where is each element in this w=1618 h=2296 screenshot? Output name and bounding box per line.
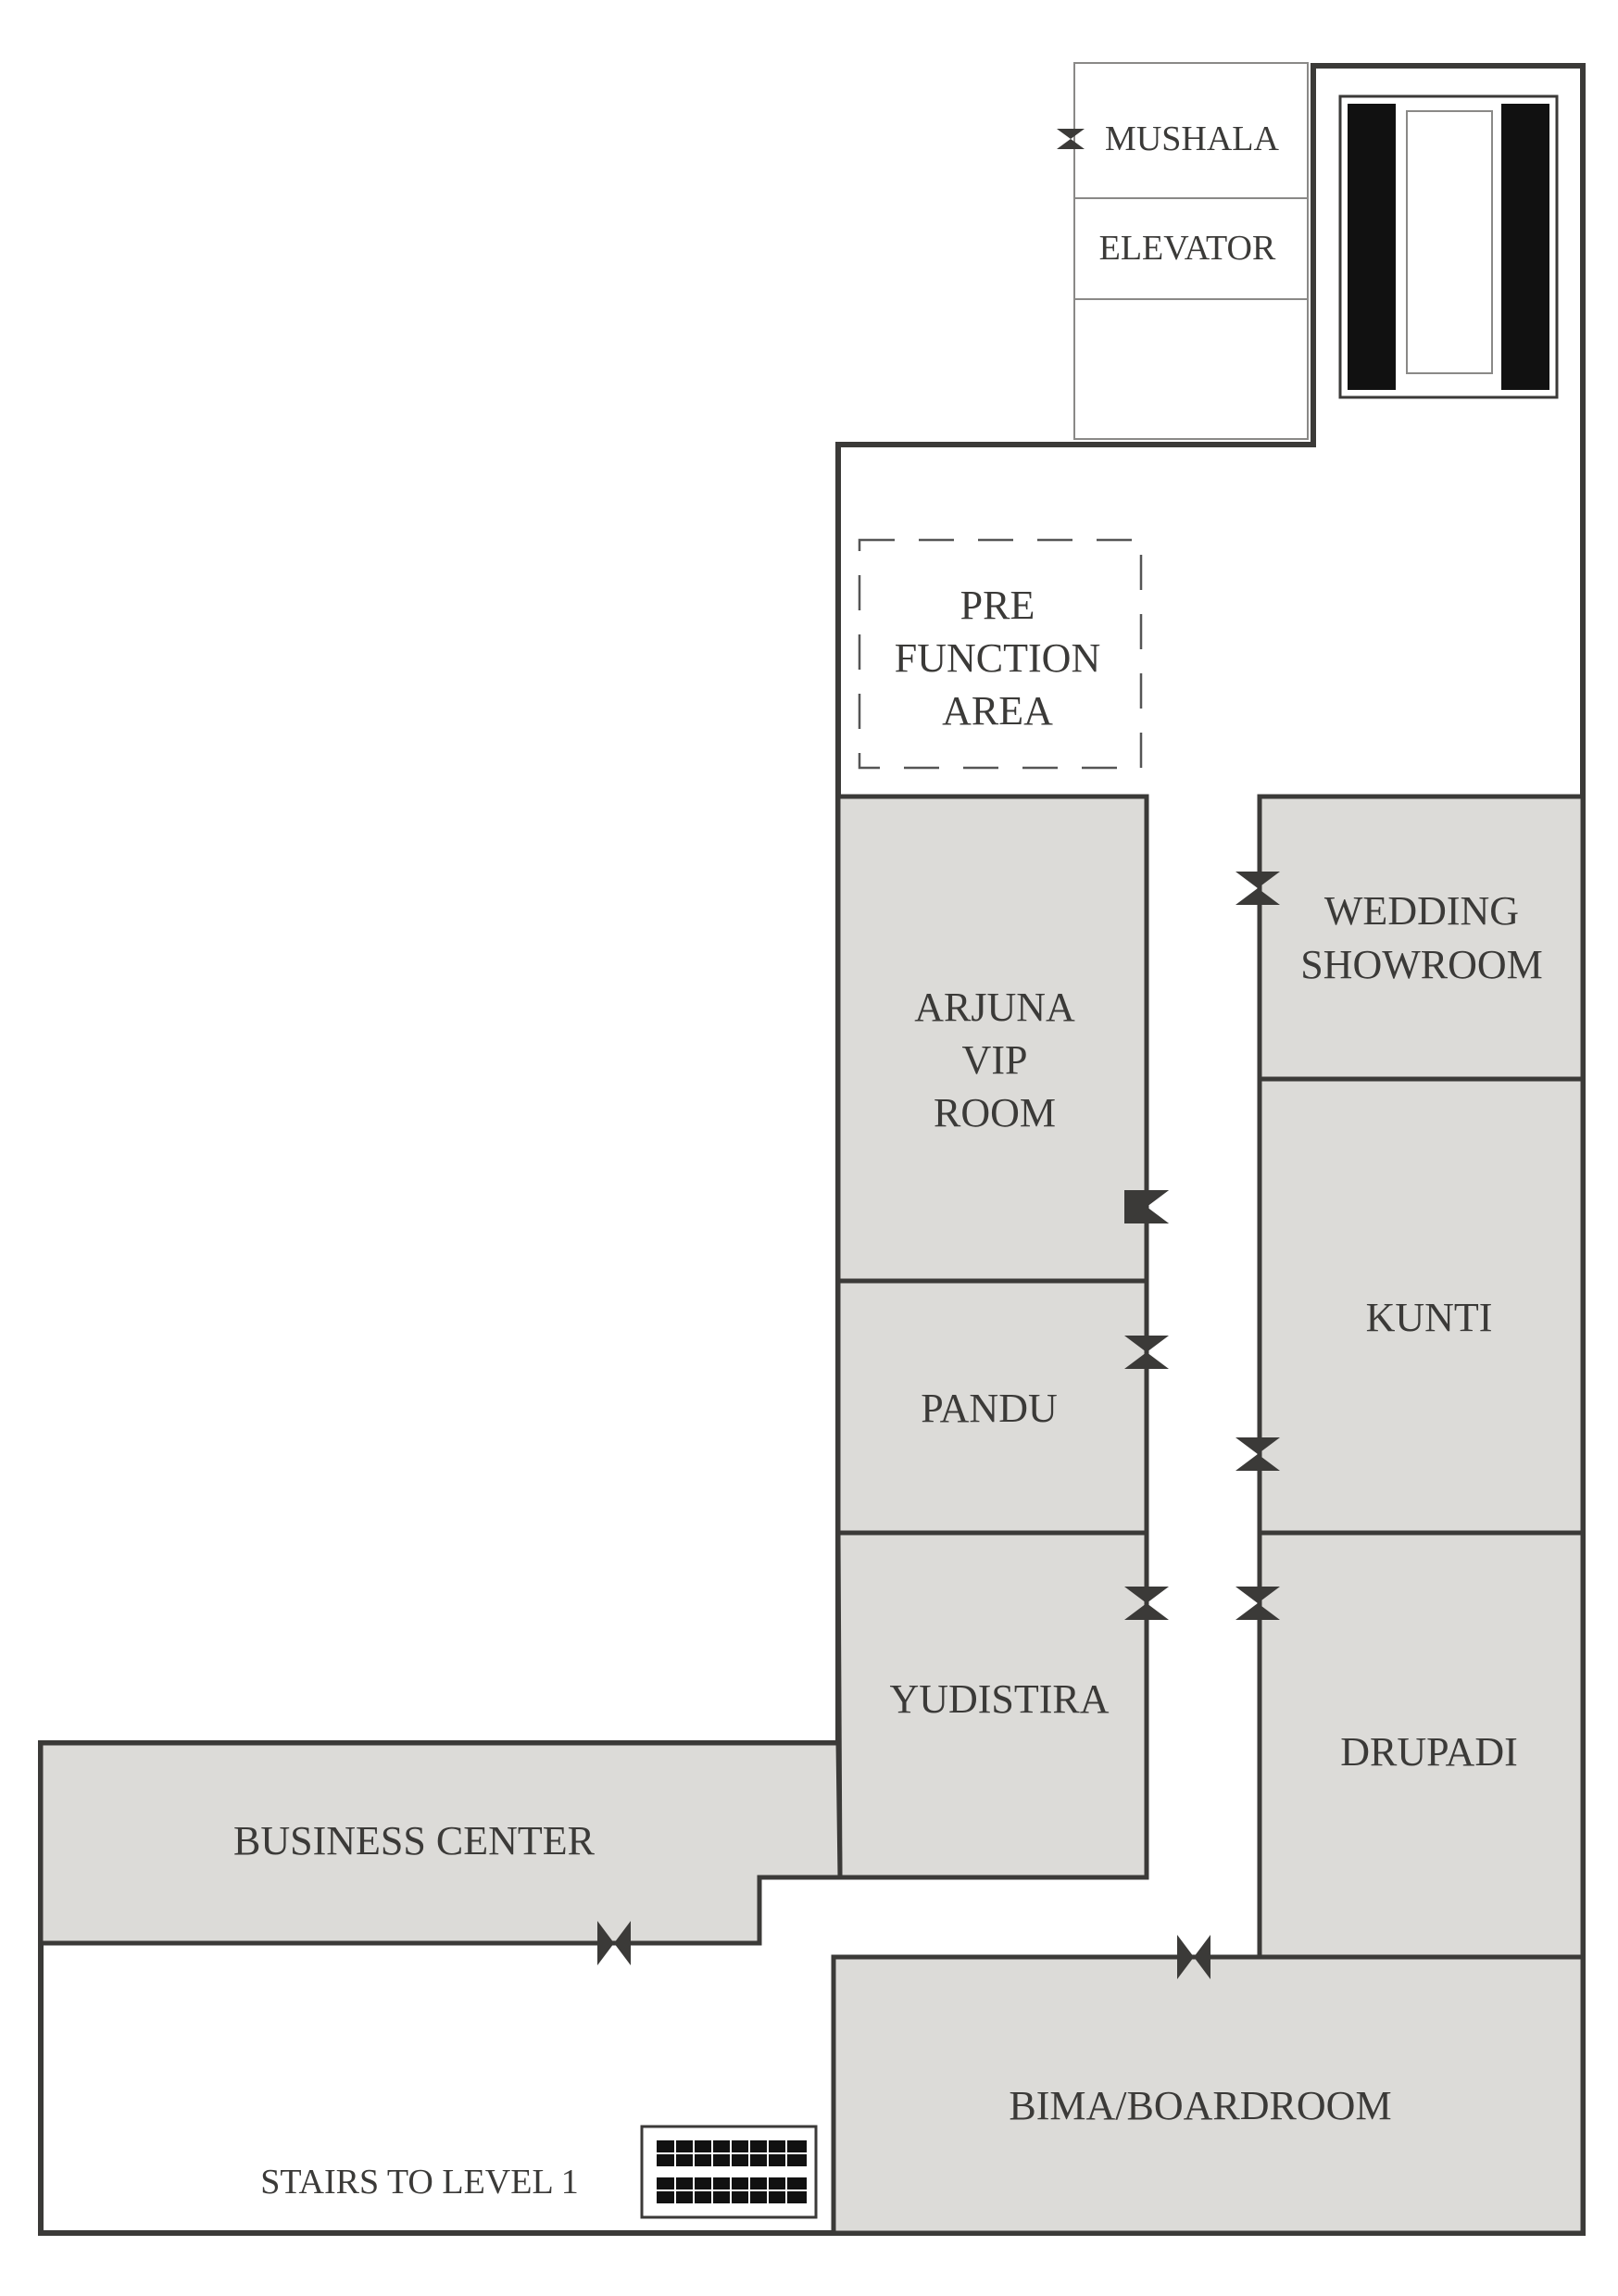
door-arjuna-b[interactable] bbox=[1124, 1190, 1169, 1223]
arjuna-vip-room[interactable] bbox=[835, 794, 1149, 1284]
label-drupadi: DRUPADI bbox=[1340, 1729, 1518, 1775]
label-arjuna-2: VIP bbox=[962, 1037, 1028, 1083]
door-pandu[interactable] bbox=[1124, 1336, 1169, 1369]
label-stairs: STAIRS TO LEVEL 1 bbox=[260, 2163, 579, 2202]
label-kunti: KUNTI bbox=[1366, 1295, 1493, 1340]
door-mushala[interactable] bbox=[1057, 129, 1085, 149]
stairs-icon bbox=[640, 2125, 818, 2219]
label-business-center: BUSINESS CENTER bbox=[233, 1818, 596, 1863]
door-business-center[interactable] bbox=[597, 1921, 631, 1965]
label-pre-function-2: FUNCTION bbox=[895, 635, 1100, 681]
pre-function-area bbox=[858, 538, 1143, 770]
label-yudistira: YUDISTIRA bbox=[889, 1676, 1109, 1722]
business-center[interactable] bbox=[38, 1740, 843, 1946]
door-yudistira[interactable] bbox=[1124, 1587, 1169, 1620]
door-drupadi[interactable] bbox=[1235, 1587, 1280, 1620]
wedding-showroom[interactable] bbox=[1257, 794, 1586, 1082]
pandu-room[interactable] bbox=[835, 1278, 1149, 1536]
label-wedding-1: WEDDING bbox=[1324, 888, 1519, 934]
door-bima[interactable] bbox=[1177, 1935, 1210, 1979]
label-bima: BIMA/BOARDROOM bbox=[1009, 2083, 1391, 2128]
label-wedding-2: SHOWROOM bbox=[1300, 942, 1543, 987]
label-pre-function-1: PRE bbox=[960, 583, 1035, 628]
label-pandu: PANDU bbox=[921, 1386, 1058, 1431]
stair-shaft-icon bbox=[1348, 104, 1549, 390]
mushala-elevator-block bbox=[1073, 62, 1309, 440]
label-arjuna-1: ARJUNA bbox=[914, 985, 1075, 1030]
label-mushala: MUSHALA bbox=[1105, 119, 1279, 158]
door-kunti[interactable] bbox=[1235, 1437, 1280, 1471]
label-pre-function-3: AREA bbox=[942, 688, 1053, 734]
kunti-room[interactable] bbox=[1257, 1076, 1586, 1536]
label-elevator: ELEVATOR bbox=[1099, 229, 1276, 268]
door-wedding-showroom[interactable] bbox=[1235, 872, 1280, 905]
label-arjuna-3: ROOM bbox=[934, 1090, 1056, 1135]
drupadi-room[interactable] bbox=[1257, 1530, 1586, 1960]
